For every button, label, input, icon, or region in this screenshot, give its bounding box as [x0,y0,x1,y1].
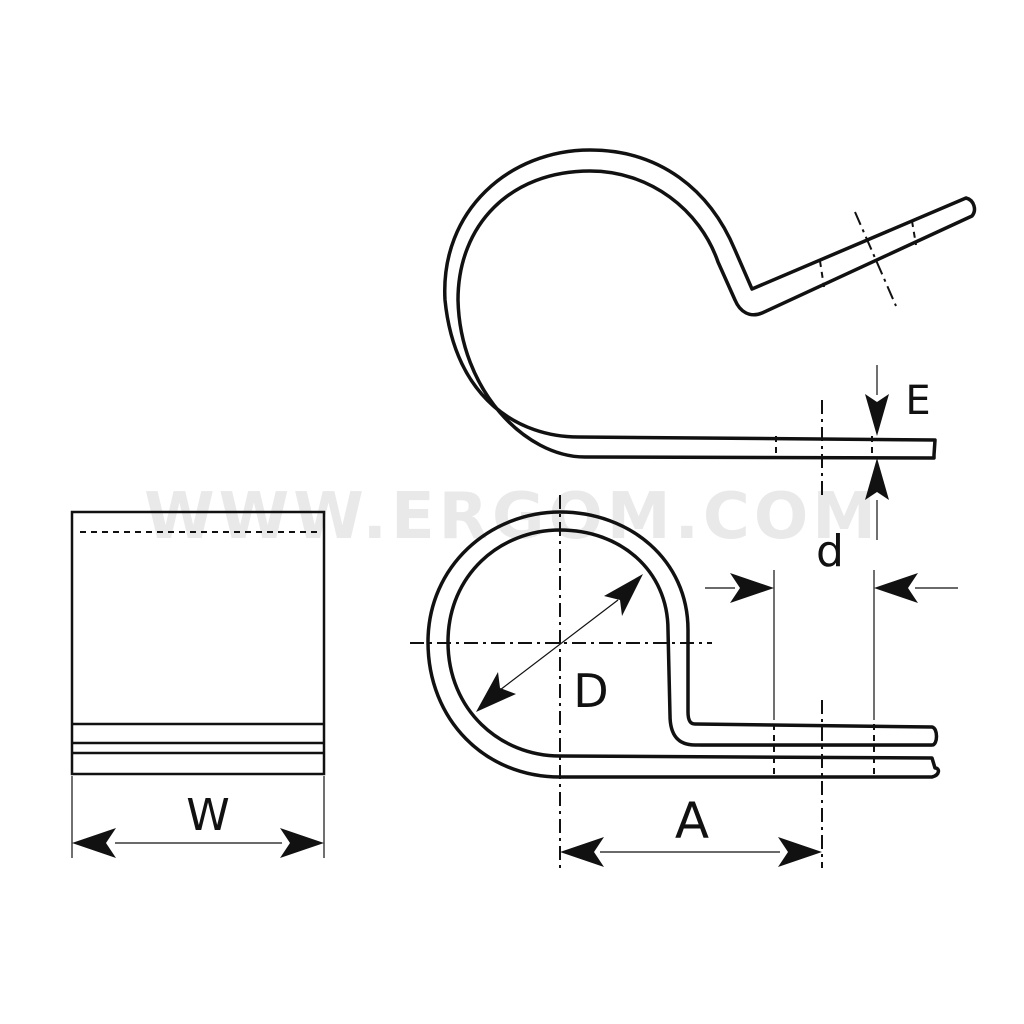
arrow-left-icon [560,837,604,867]
closed-clamp-outer-outline [426,510,941,779]
side-view: W [70,510,326,858]
arrow-up-icon [865,458,889,500]
arrow-right-icon [730,573,774,603]
arrow-down-icon [865,394,889,436]
hidden-mark [819,260,825,288]
open-clamp-outer-outline [443,148,977,460]
open-clamp-inner-line [579,436,935,441]
hidden-mark [911,220,917,246]
arrow-left-icon [72,828,116,858]
arrow-right-icon [778,837,822,867]
side-view-body [70,510,326,776]
dimension-line-d-diameter [499,599,619,691]
arrow-up-right-icon [604,574,643,616]
closed-clamp-view: D d A [410,495,958,868]
dimension-label-e: E [905,378,930,424]
arrow-down-left-icon [476,672,516,712]
dimension-label-w: W [186,790,230,841]
dimension-label-d-diameter: D [573,664,608,718]
dimension-label-d-gap: d [816,526,844,577]
watermark: WWW.ERGOM.COM [144,480,880,554]
arrow-left-icon [874,573,918,603]
open-clamp-view: E [443,148,977,540]
center-line [854,211,897,307]
dimension-label-a: A [675,792,709,850]
arrow-right-icon [280,828,324,858]
